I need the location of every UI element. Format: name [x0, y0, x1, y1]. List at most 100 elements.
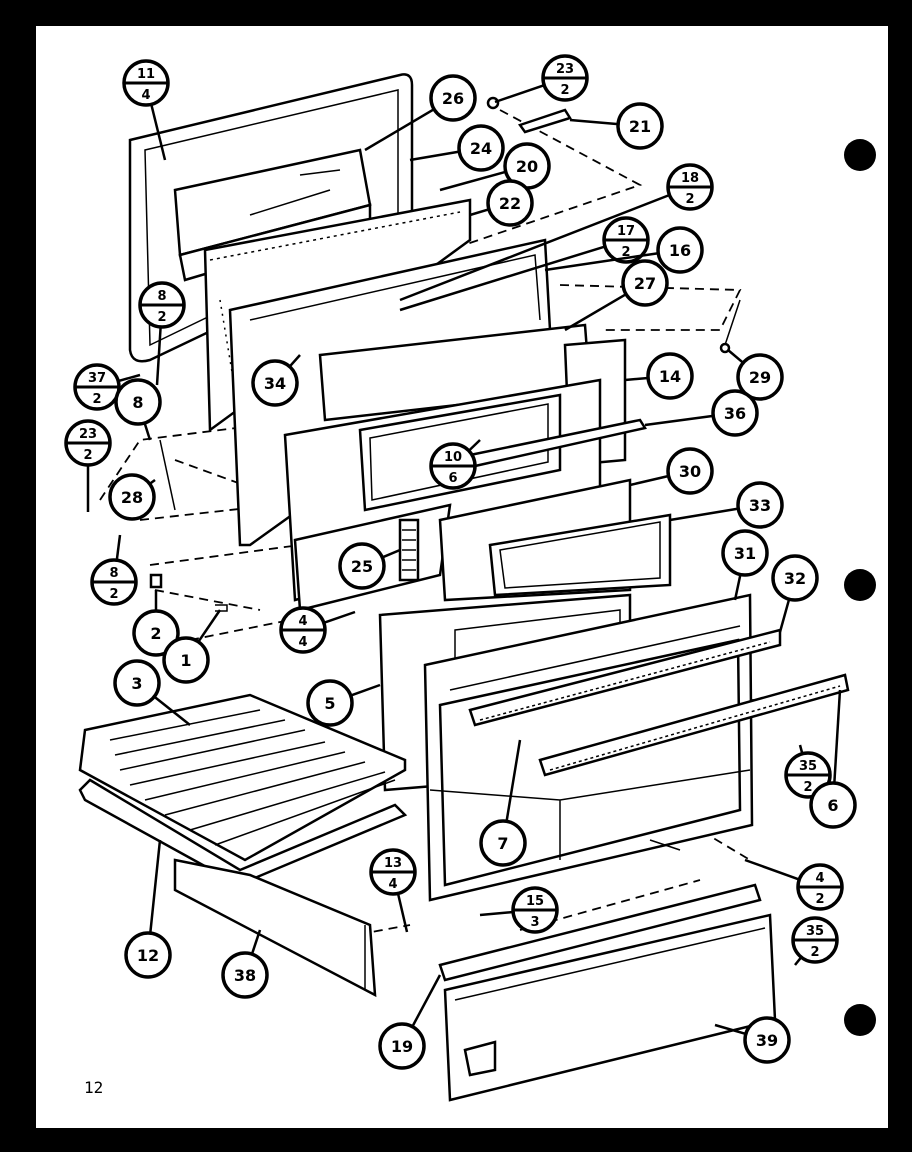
leader-line [544, 251, 659, 272]
callout-qty: 2 [109, 587, 118, 602]
callout-ref: 19 [391, 1037, 413, 1056]
leader-line [833, 689, 842, 784]
callout-6: 6 [809, 781, 857, 829]
callout-circle [429, 74, 477, 122]
callout-ref: 12 [137, 946, 159, 965]
callout-circle [736, 353, 784, 401]
leader-line [494, 83, 545, 104]
leader-line [714, 1023, 747, 1036]
callout-circle [338, 542, 386, 590]
callout-36: 36 [711, 389, 759, 437]
callout-13: 134 [369, 848, 417, 896]
callout-22: 22 [486, 179, 534, 227]
callout-ref: 6 [827, 796, 838, 815]
leader-line [744, 858, 800, 881]
leader-line [727, 349, 744, 364]
callout-ref: 4 [815, 871, 824, 886]
callout-qty: 2 [621, 245, 630, 260]
callout-circle [646, 352, 694, 400]
leader-line [469, 208, 490, 217]
callout-ref: 37 [88, 371, 106, 386]
callout-ref: 7 [497, 834, 508, 853]
parts-drawing [78, 73, 850, 1102]
leader-line [150, 104, 167, 161]
callout-ref: 25 [351, 557, 373, 576]
callout-circle [306, 679, 354, 727]
callout-ref: 14 [659, 367, 681, 386]
callout-circle [771, 554, 819, 602]
callout-qty: 2 [157, 310, 166, 325]
callout-ref: 31 [734, 544, 756, 563]
binder-hole-mark [844, 1004, 876, 1036]
callout-ref: 38 [234, 966, 256, 985]
callout-circle [108, 473, 156, 521]
callout-ref: 18 [681, 171, 699, 186]
callout-4: 44 [279, 606, 327, 654]
callout-circle [162, 636, 210, 684]
callout-circle [479, 819, 527, 867]
callout-17: 172 [602, 216, 650, 264]
callout-39: 39 [743, 1016, 791, 1064]
leader-line [399, 245, 606, 312]
callout-circle [457, 124, 505, 172]
leader-line [155, 326, 162, 386]
callout-qty: 4 [298, 635, 307, 650]
callout-ref: 30 [679, 462, 701, 481]
leader-line [409, 150, 460, 162]
callout-circle [113, 659, 161, 707]
callout-ref: 36 [724, 404, 746, 423]
leader-line [733, 574, 742, 601]
leader-line [624, 376, 649, 382]
callout-ref: 5 [324, 694, 335, 713]
callout-23: 232 [541, 54, 589, 102]
leader-line [381, 548, 401, 559]
callout-ref: 21 [629, 117, 651, 136]
callout-34: 34 [251, 359, 299, 407]
page-number: 12 [84, 1078, 104, 1097]
callout-ref: 1 [180, 651, 191, 670]
leader-line [564, 293, 627, 332]
leader-line [117, 373, 141, 383]
callout-circle [809, 781, 857, 829]
callout-8: 82 [138, 281, 186, 329]
leader-line [153, 695, 191, 726]
leader-line [629, 474, 669, 487]
callout-circle [736, 481, 784, 529]
callout-ref: 32 [784, 569, 806, 588]
callout-8: 82 [90, 558, 138, 606]
callout-ref: 17 [617, 224, 635, 239]
callout-circle [711, 389, 759, 437]
callout-26: 26 [429, 74, 477, 122]
callout-32: 32 [771, 554, 819, 602]
callout-circle [378, 1022, 426, 1070]
callout-10: 106 [429, 442, 477, 490]
callout-circle [486, 179, 534, 227]
callout-24: 24 [457, 124, 505, 172]
callout-circle [251, 359, 299, 407]
callout-ref: 11 [137, 67, 155, 82]
callout-circle [743, 1016, 791, 1064]
callout-11: 114 [122, 59, 170, 107]
callout-ref: 13 [384, 856, 402, 871]
callout-12: 12 [124, 931, 172, 979]
callout-circle [721, 529, 769, 577]
callout-ref: 8 [132, 393, 143, 412]
leader-line [505, 739, 522, 822]
callout-ref: 16 [669, 241, 691, 260]
leader-line [323, 610, 356, 624]
callout-ref: 8 [157, 289, 166, 304]
callout-qty: 6 [448, 471, 457, 486]
callout-ref: 27 [634, 274, 656, 293]
callout-ref: 33 [749, 496, 771, 515]
leader-line [569, 118, 619, 126]
callout-qty: 2 [815, 892, 824, 907]
leader-line [288, 354, 301, 368]
callout-30: 30 [666, 447, 714, 495]
leader-line [778, 598, 791, 633]
callout-ref: 35 [806, 924, 824, 939]
callout-circle [114, 378, 162, 426]
leader-line [197, 609, 222, 643]
callout-qty: 2 [685, 192, 694, 207]
